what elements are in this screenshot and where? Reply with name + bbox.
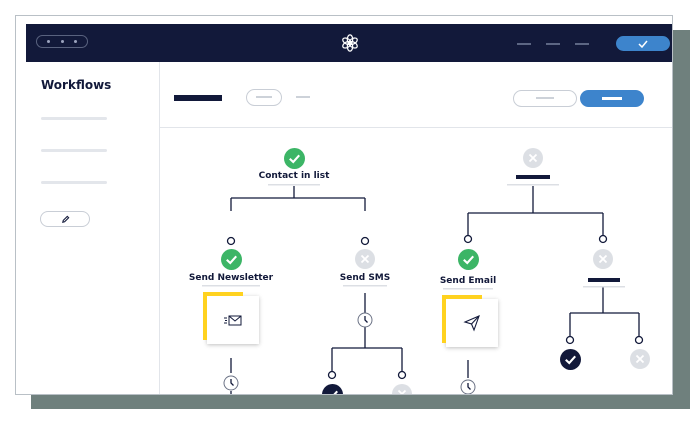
node-label-contact-in-list: Contact in list <box>258 171 330 181</box>
edit-button[interactable] <box>40 211 90 227</box>
check-icon[interactable] <box>458 249 479 270</box>
window-dot[interactable] <box>47 40 51 43</box>
flower-logo-icon <box>342 34 358 52</box>
paper-plane-icon <box>463 314 480 332</box>
clock-icon[interactable] <box>357 312 373 328</box>
sidebar-item[interactable] <box>41 117 107 120</box>
pencil-icon <box>61 215 69 223</box>
placeholder-label <box>588 278 620 282</box>
envelope-icon <box>224 315 242 326</box>
secondary-button[interactable] <box>513 90 577 107</box>
check-icon[interactable] <box>221 249 242 270</box>
node-label-send-email: Send Email <box>439 276 497 286</box>
workflow-canvas: Contact in list Send Newsletter Send SMS… <box>160 128 672 395</box>
page-title-placeholder <box>174 95 222 101</box>
title-bar <box>26 24 672 62</box>
node-label-send-sms: Send SMS <box>339 273 391 283</box>
clock-icon[interactable] <box>460 379 476 395</box>
app-window: Workflows <box>15 15 673 395</box>
newsletter-action-card[interactable] <box>203 292 259 344</box>
placeholder-label <box>516 175 550 179</box>
check-icon <box>638 40 648 48</box>
window-dot[interactable] <box>73 40 77 43</box>
workflow-connectors <box>202 175 644 394</box>
sidebar-item[interactable] <box>41 149 107 152</box>
sidebar-title: Workflows <box>41 78 112 92</box>
sidebar-item[interactable] <box>41 181 107 184</box>
close-icon[interactable] <box>392 384 412 395</box>
close-icon[interactable] <box>630 349 650 369</box>
content-header <box>160 62 672 128</box>
titlebar-menu-item[interactable] <box>575 43 589 45</box>
header-meta <box>296 96 310 98</box>
titlebar-menu-item[interactable] <box>517 43 531 45</box>
close-icon[interactable] <box>523 148 543 168</box>
check-icon[interactable] <box>322 384 343 395</box>
primary-button[interactable] <box>580 90 644 107</box>
check-icon[interactable] <box>560 349 581 370</box>
node-label-send-newsletter: Send Newsletter <box>188 273 274 283</box>
window-dot[interactable] <box>60 40 64 43</box>
sidebar: Workflows <box>26 62 160 394</box>
clock-icon[interactable] <box>223 375 239 391</box>
confirm-button[interactable] <box>616 36 670 51</box>
close-icon[interactable] <box>355 249 375 269</box>
status-pill[interactable] <box>246 89 282 106</box>
titlebar-menu-item[interactable] <box>546 43 560 45</box>
window-controls[interactable] <box>36 35 88 48</box>
email-action-card[interactable] <box>442 295 498 347</box>
check-icon[interactable] <box>284 148 305 169</box>
close-icon[interactable] <box>593 249 613 269</box>
